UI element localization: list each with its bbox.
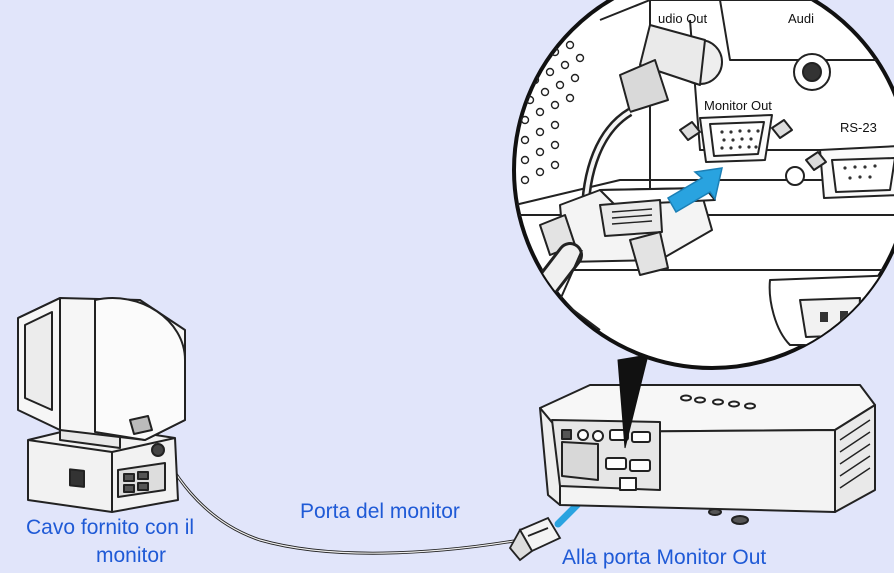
vga-plug-small	[508, 516, 562, 562]
monitor-out-port-caption: Alla porta Monitor Out	[562, 546, 767, 569]
projector-illustration	[539, 384, 876, 525]
monitor-port-caption: Porta del monitor	[300, 500, 460, 523]
monitor-cable	[148, 427, 521, 555]
cable-caption-line2: monitor	[96, 544, 167, 567]
rs232-label: RS-23	[840, 120, 877, 135]
cable-caption-line1: Cavo fornito con il	[26, 516, 195, 539]
callout-pointer	[617, 354, 649, 449]
audio-in-label: Audi	[788, 11, 814, 26]
monitor-out-label: Monitor Out	[704, 98, 772, 113]
crt-monitor-illustration	[17, 297, 186, 513]
audio-out-label: udio Out	[658, 11, 708, 26]
magnified-panel-view: udio Out Audi Monitor Out RS-23	[512, 0, 894, 370]
